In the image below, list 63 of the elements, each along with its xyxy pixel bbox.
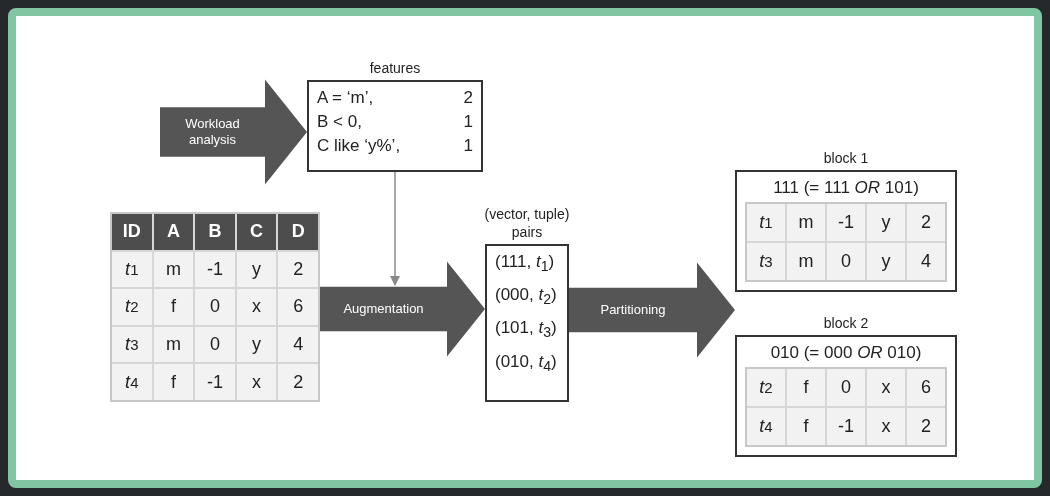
- text-line: (111, t$_{1}$): [495, 251, 556, 277]
- header-cell: A: [153, 214, 194, 250]
- table-cell: x: [867, 369, 905, 406]
- table-cell: m: [153, 326, 194, 363]
- header-cell: B: [195, 214, 235, 250]
- text-line: (000, t$_{2}$): [495, 284, 558, 310]
- box-heading: block 2: [822, 314, 870, 332]
- text-line: 1: [463, 110, 473, 133]
- text-line: 1: [463, 134, 473, 157]
- text-line: 2: [463, 87, 473, 109]
- edge-label: Workload analysis: [184, 115, 241, 149]
- header-cell: C: [236, 214, 277, 250]
- table-cell: y: [236, 251, 277, 288]
- table-cell: -1: [195, 364, 235, 400]
- text-line: C like ‘y%’,: [317, 134, 402, 157]
- header-cell: ID: [112, 214, 152, 250]
- table-cell: f: [787, 408, 825, 445]
- edge-label: Partitioning: [600, 301, 666, 319]
- table-cell: m: [787, 204, 825, 241]
- data-table: [110, 212, 320, 402]
- table-cell: -1: [827, 204, 865, 241]
- text-line: (101, t$_{3}$): [495, 317, 558, 343]
- table-cell: y: [867, 204, 905, 241]
- table-cell: 0: [195, 326, 235, 363]
- text-line: A = ‘m’,: [317, 87, 375, 109]
- data-table: [745, 367, 947, 447]
- table-cell: m: [787, 243, 825, 280]
- text-line: 111 (= 111 OR 101): [772, 177, 920, 199]
- table-cell: 0: [195, 289, 235, 325]
- arrow: [389, 171, 401, 287]
- table-cell: 4: [907, 243, 945, 280]
- table-cell: m: [153, 251, 194, 288]
- text-line: 010 (= 000 OR 010): [769, 342, 923, 364]
- table-cell: x: [867, 408, 905, 445]
- text-line: (010, t$_{4}$): [495, 350, 558, 377]
- table-cell: 2: [278, 251, 318, 288]
- table-cell: 2: [907, 408, 945, 445]
- table-cell: 2: [907, 204, 945, 241]
- table-cell: 0: [827, 243, 865, 280]
- table-cell: x: [236, 364, 277, 400]
- table-cell: -1: [827, 408, 865, 445]
- table-cell: x: [236, 289, 277, 325]
- table-cell: y: [236, 326, 277, 363]
- table-cell: 6: [907, 369, 945, 406]
- box-heading: features: [368, 59, 422, 77]
- table-cell: -1: [195, 251, 235, 288]
- table-cell: 4: [278, 326, 318, 363]
- header-cell: D: [278, 214, 318, 250]
- table-cell: f: [153, 289, 194, 325]
- table-cell: y: [867, 243, 905, 280]
- text-line: B < 0,: [317, 110, 363, 133]
- table-cell: 6: [278, 289, 318, 325]
- block-arrow: [569, 262, 735, 358]
- block-arrow: [160, 79, 307, 185]
- block-arrow: [320, 261, 485, 357]
- edge-label: Augmentation: [343, 300, 424, 318]
- data-table: [745, 202, 947, 282]
- box-heading: block 1: [822, 149, 870, 167]
- table-cell: f: [153, 364, 194, 400]
- table-cell: 0: [827, 369, 865, 406]
- box-heading: (vector, tuple) pairs: [483, 206, 571, 241]
- table-cell: f: [787, 369, 825, 406]
- table-cell: 2: [278, 364, 318, 400]
